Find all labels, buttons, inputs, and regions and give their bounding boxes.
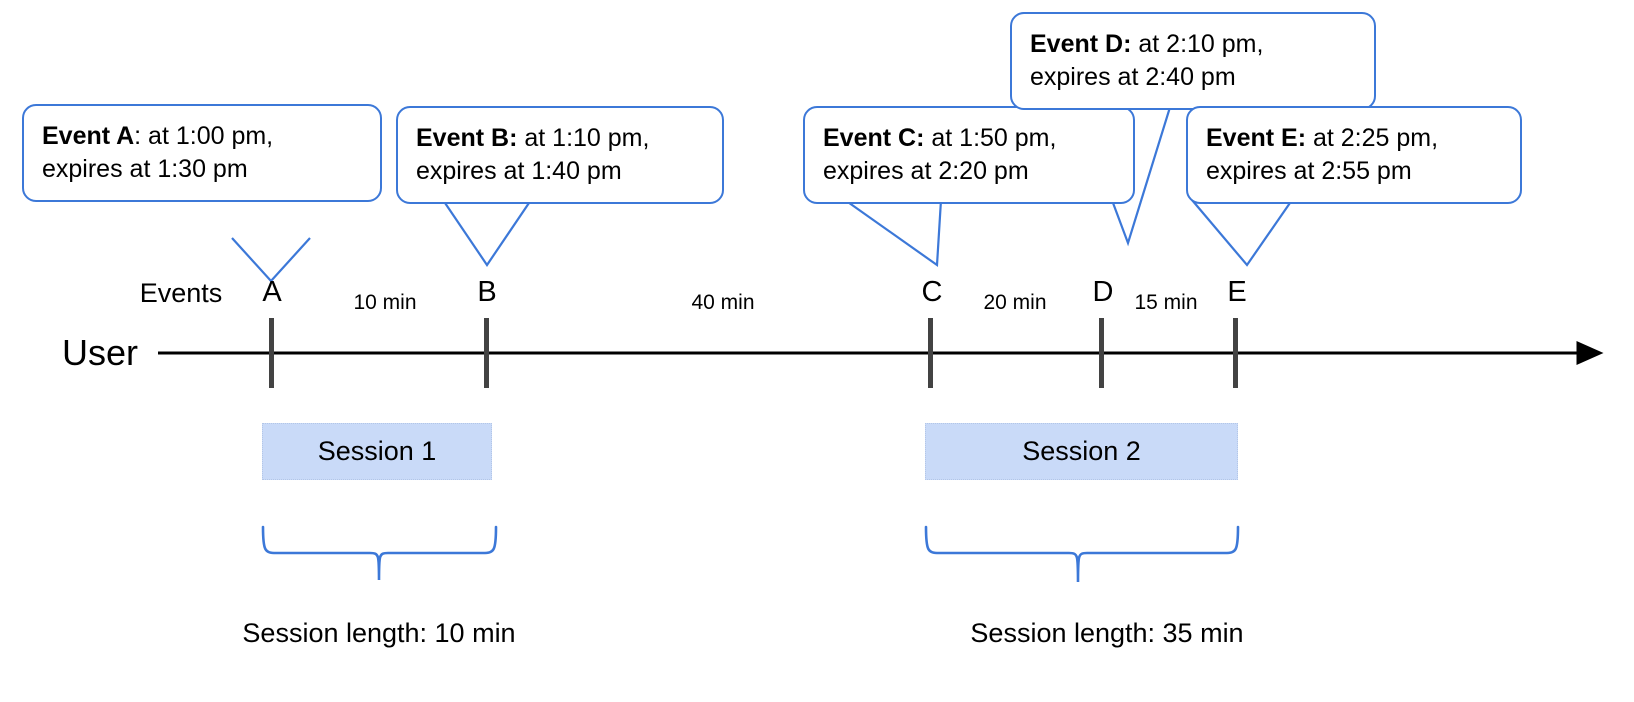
session-1-caption: Session length: 10 min [242,618,516,648]
callout-event-b-line2: expires at 1:40 pm [416,157,622,185]
callout-tail-a [231,237,311,283]
session-1-brace [261,525,498,581]
tick-label-c: C [921,276,943,308]
tick-mark-e [1233,318,1238,388]
callout-event-c-line2: expires at 2:20 pm [823,157,1029,185]
tick-mark-d [1099,318,1104,388]
callout-event-e-title: Event E: [1206,124,1307,152]
callout-event-b-line1: at 1:10 pm, [517,124,650,152]
session-2-caption: Session length: 35 min [970,618,1244,648]
callout-event-d-line1: at 2:10 pm, [1131,30,1264,58]
session-bar-1[interactable]: Session 1 [262,423,492,480]
axis-label-events: Events [139,278,223,308]
callout-event-a-title: Event A [42,122,135,150]
gap-label-c-d: 20 min [983,291,1047,314]
callout-event-e[interactable]: Event E: at 2:25 pm, expires at 2:55 pm [1186,106,1522,204]
callout-tail-b [442,199,532,267]
callout-event-a[interactable]: Event A: at 1:00 pm, expires at 1:30 pm [22,104,382,202]
axis-row-label-user: User [62,332,139,373]
session-2-brace [924,525,1240,583]
callout-event-b-title: Event B: [416,124,518,152]
gap-label-b-c: 40 min [691,291,755,314]
session-bar-1-label: Session 1 [317,436,437,466]
callout-event-d-title: Event D: [1030,30,1132,58]
gap-label-a-b: 10 min [353,291,417,314]
callout-event-d[interactable]: Event D: at 2:10 pm, expires at 2:40 pm [1010,12,1376,110]
callout-event-d-line2: expires at 2:40 pm [1030,63,1236,91]
callout-tail-c [844,199,943,268]
callout-event-b[interactable]: Event B: at 1:10 pm, expires at 1:40 pm [396,106,724,204]
callout-event-c-title: Event C: [823,124,925,152]
callout-event-a-line1: : at 1:00 pm, [134,122,274,150]
callout-tail-e [1191,199,1293,267]
tick-label-d: D [1092,276,1114,308]
gap-label-d-e: 15 min [1134,291,1198,314]
callout-event-c-line1: at 1:50 pm, [924,124,1057,152]
callout-event-e-line1: at 2:25 pm, [1306,124,1439,152]
tick-label-e: E [1227,276,1247,308]
tick-mark-b [484,318,489,388]
callout-event-c[interactable]: Event C: at 1:50 pm, expires at 2:20 pm [803,106,1135,204]
session-bar-2-label: Session 2 [1022,436,1141,466]
tick-mark-c [928,318,933,388]
session-bar-2[interactable]: Session 2 [925,423,1238,480]
callout-event-a-line2: expires at 1:30 pm [42,155,248,183]
tick-mark-a [269,318,274,388]
tick-label-a: A [262,276,282,308]
callout-event-e-line2: expires at 2:55 pm [1206,157,1412,185]
tick-label-b: B [477,276,497,308]
